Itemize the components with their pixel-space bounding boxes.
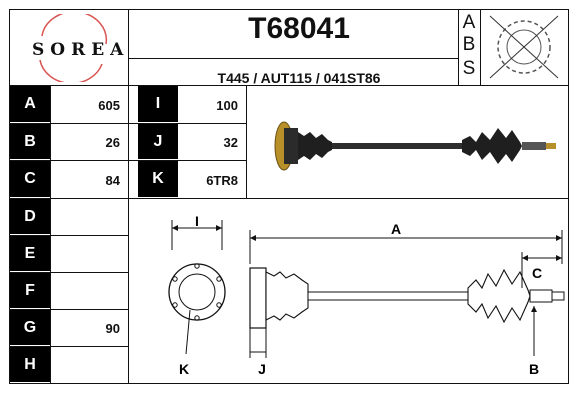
part-number: T68041 [248, 12, 350, 45]
row-line-1 [10, 123, 246, 124]
spec-sheet: SOREA T68041 T445 / AUT115 / 041ST86 A B… [9, 9, 569, 384]
row-line-7 [10, 346, 128, 347]
dim-label-j: J [258, 361, 266, 377]
spec-label-h: H [10, 347, 50, 382]
spec-label-b: B [10, 124, 50, 159]
spec-value-a: 605 [98, 98, 120, 113]
spec-value-i: 100 [216, 98, 238, 113]
abs-letter-s: S [462, 58, 476, 79]
table-col-divider-2 [128, 85, 129, 383]
drive-shaft-photo [274, 121, 556, 171]
header-divider-refs [128, 58, 458, 59]
spec-label-e: E [10, 236, 50, 271]
abs-letter-b: B [462, 34, 476, 55]
header-bottom-line [10, 85, 568, 86]
table-col-divider-1 [50, 85, 51, 383]
spec-value-c: 84 [105, 173, 120, 188]
header-divider-image [480, 10, 481, 85]
no-abs-ring-icon [489, 15, 559, 79]
spec-value-k: 6TR8 [206, 173, 238, 188]
row-line-6 [10, 309, 128, 310]
spec-value-g: 90 [105, 321, 120, 336]
row-line-5 [10, 272, 128, 273]
spec-value-j: 32 [223, 135, 238, 150]
dim-label-i: I [195, 213, 199, 229]
spec-label-i: I [138, 86, 178, 122]
row-line-3 [10, 198, 568, 199]
spec-value-b: 26 [105, 135, 120, 150]
spec-label-k: K [138, 161, 178, 197]
row-line-4 [10, 235, 128, 236]
logo-arc-icon [39, 14, 108, 82]
abs-letter-a: A [462, 12, 476, 33]
brand-logo: SOREA [32, 40, 130, 60]
cross-references: T445 / AUT115 / 041ST86 [217, 70, 381, 86]
row-line-2 [10, 160, 246, 161]
table-col-divider-3 [246, 85, 247, 198]
spec-label-d: D [10, 199, 50, 234]
spec-label-f: F [10, 273, 50, 308]
spec-label-c: C [10, 161, 50, 197]
dim-label-a: A [391, 221, 401, 237]
dim-label-b: B [529, 361, 539, 377]
header-divider-logo [128, 10, 129, 85]
spec-label-a: A [10, 86, 50, 122]
dim-label-c: C [532, 265, 542, 281]
dimension-diagram: I K A C J [168, 213, 565, 377]
dim-label-k: K [179, 361, 189, 377]
header-divider-abs [458, 10, 459, 85]
spec-label-j: J [138, 124, 178, 159]
spec-label-g: G [10, 310, 50, 345]
